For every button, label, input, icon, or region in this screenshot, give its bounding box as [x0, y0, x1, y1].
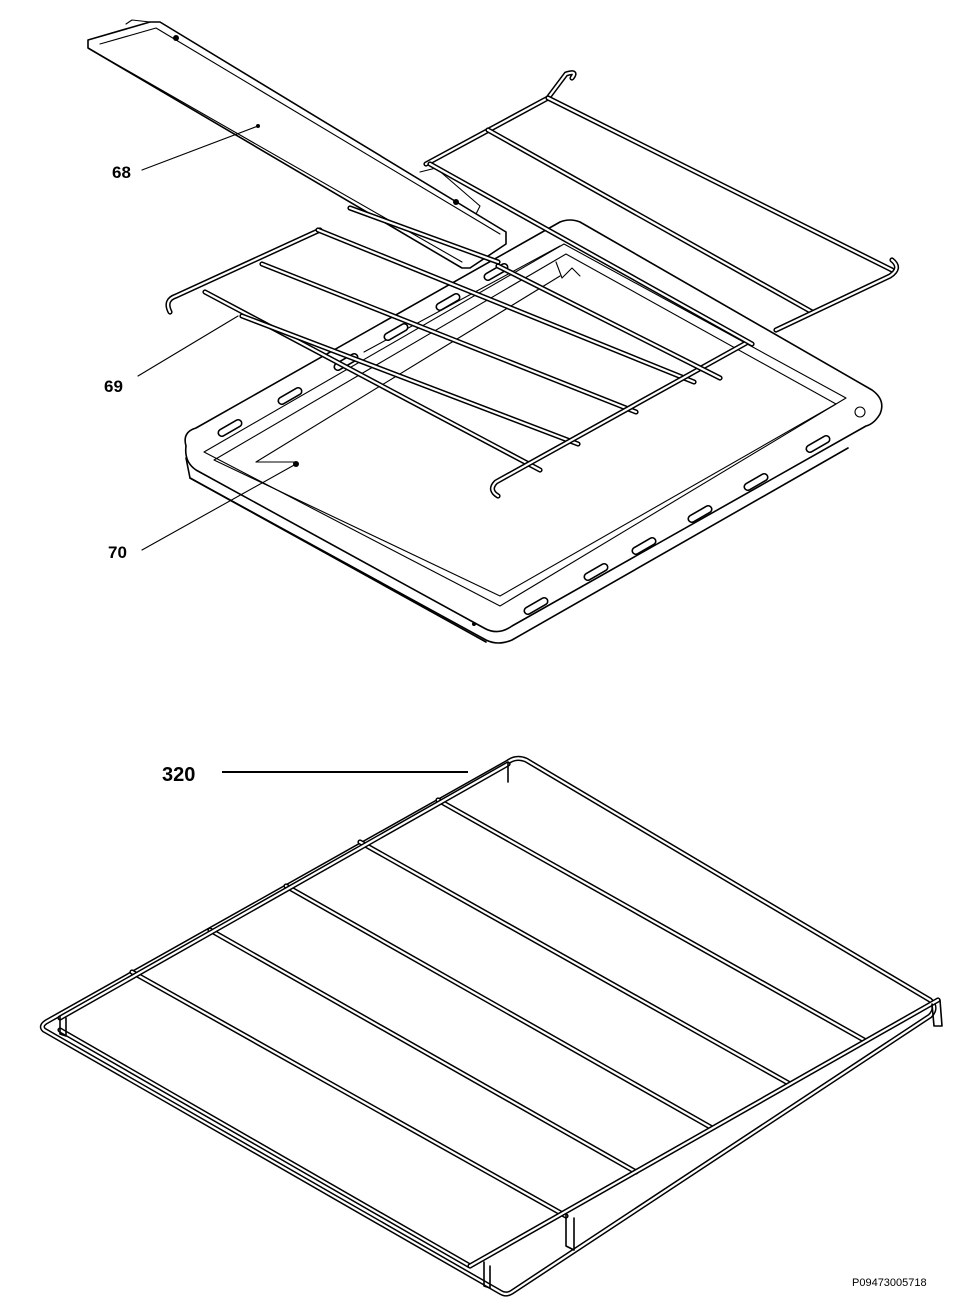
- leader-68: [141, 125, 259, 171]
- part-320-wire-shelf: [39, 755, 943, 1297]
- callout-320: 320: [162, 764, 195, 786]
- leader-70: [141, 463, 297, 551]
- callout-68: 68: [112, 163, 131, 182]
- reference-code: P09473005718: [852, 1277, 927, 1289]
- callout-70: 70: [108, 543, 127, 562]
- part-68-rail: [87, 19, 507, 269]
- leader-lines: [137, 125, 468, 773]
- part-69-shelf-runners: [165, 70, 900, 499]
- callout-69: 69: [104, 377, 123, 396]
- leader-69: [137, 315, 239, 377]
